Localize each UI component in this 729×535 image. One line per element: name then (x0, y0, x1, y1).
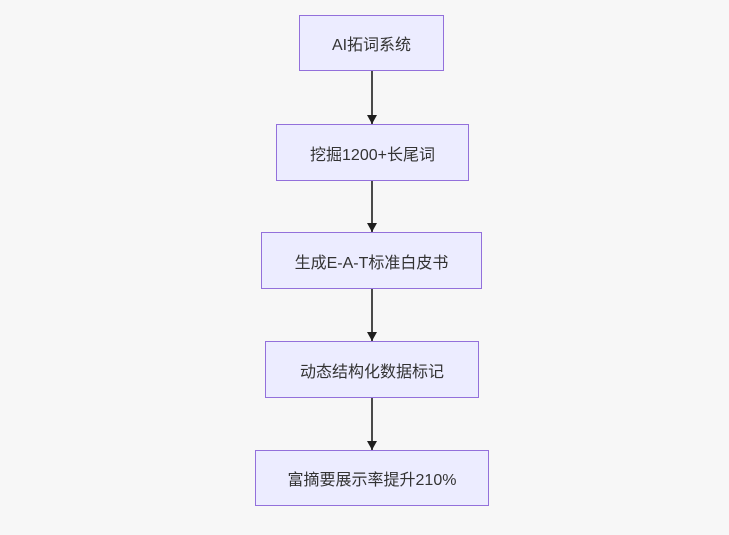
flowchart-node-eat-whitepaper: 生成E-A-T标准白皮书 (261, 232, 482, 289)
node-label: 挖掘1200+长尾词 (310, 146, 435, 164)
node-label: 动态结构化数据标记 (299, 363, 444, 381)
flowchart-node-ai-word-system: AI拓词系统 (299, 15, 444, 71)
flowchart-node-structured-data-markup: 动态结构化数据标记 (265, 341, 479, 398)
edge-arrow-n1-n2 (367, 71, 377, 124)
edge-arrow-n3-n4 (367, 289, 377, 341)
node-label: AI拓词系统 (331, 37, 412, 54)
edge-arrow-n4-n5 (367, 398, 377, 450)
edge-arrow-n2-n3 (367, 181, 377, 232)
node-label: 富摘要展示率提升210% (287, 472, 457, 489)
flowchart-node-longtail-mining: 挖掘1200+长尾词 (276, 124, 469, 181)
node-label: 生成E-A-T标准白皮书 (294, 254, 449, 272)
flowchart-node-rich-snippet-uplift: 富摘要展示率提升210% (255, 450, 489, 506)
